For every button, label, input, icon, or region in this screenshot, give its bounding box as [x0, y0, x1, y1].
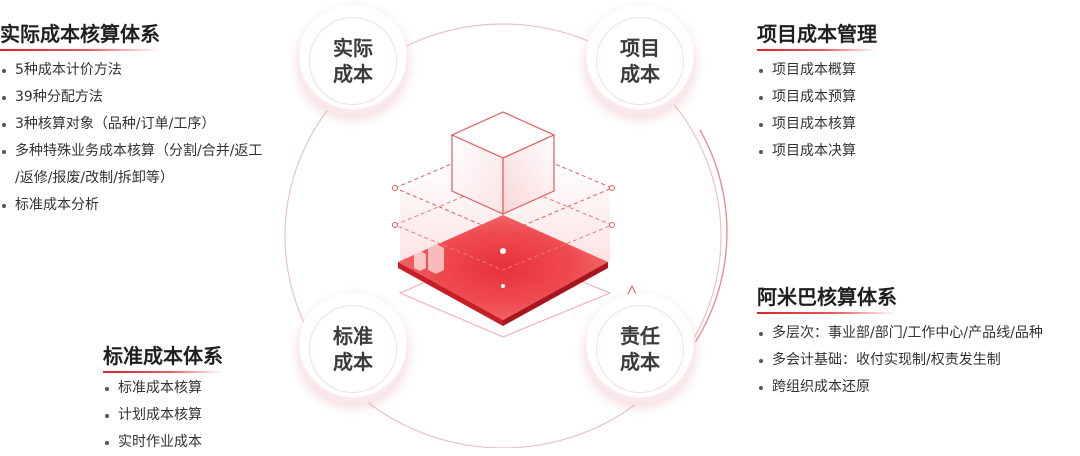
node-standard-line2: 成本	[333, 350, 373, 374]
list-item: 39种分配方法	[0, 84, 262, 111]
list-item: 跨组织成本还原	[757, 374, 1043, 401]
amoeba-system-block: 阿米巴核算体系 多层次：事业部/部门/工作中心/产品线/品种 多会计基础：收付实…	[757, 281, 1043, 401]
bullet-icon	[759, 96, 763, 100]
list-item: 项目成本预算	[757, 84, 877, 111]
list-item: 多层次：事业部/部门/工作中心/产品线/品种	[757, 320, 1043, 347]
bullet-icon	[759, 386, 763, 390]
node-project-line2: 成本	[620, 62, 660, 86]
actual-cost-system-title: 实际成本核算体系	[0, 18, 160, 51]
list-item: 5种成本计价方法	[0, 57, 262, 84]
list-item: 3种核算对象（品种/订单/工序）	[0, 111, 262, 138]
node-standard-cost: 标准 成本	[297, 293, 409, 405]
node-responsibility-line2: 成本	[620, 350, 660, 374]
node-project-cost: 项目 成本	[584, 5, 696, 117]
bullet-icon	[759, 123, 763, 127]
bullet-icon	[759, 359, 763, 363]
node-actual-cost: 实际 成本	[297, 5, 409, 117]
standard-cost-system-title: 标准成本体系	[103, 340, 223, 373]
bullet-icon	[2, 69, 6, 73]
list-item: 项目成本决算	[757, 138, 877, 165]
node-responsibility-line1: 责任	[620, 324, 660, 348]
bullet-icon	[105, 441, 109, 445]
central-cube	[450, 111, 556, 215]
red-platform	[398, 215, 608, 320]
node-actual-line2: 成本	[333, 62, 373, 86]
list-item: 标准成本核算	[103, 375, 223, 402]
node-responsibility-cost: 责任 成本	[584, 293, 696, 405]
orbit-ring	[284, 23, 722, 448]
node-actual-line1: 实际	[333, 36, 373, 60]
list-item: 标准成本分析	[0, 192, 262, 219]
actual-cost-system-list: 5种成本计价方法 39种分配方法 3种核算对象（品种/订单/工序） 多种特殊业务…	[0, 57, 262, 219]
bullet-icon	[2, 123, 6, 127]
actual-cost-system-block: 实际成本核算体系 5种成本计价方法 39种分配方法 3种核算对象（品种/订单/工…	[0, 18, 262, 219]
amoeba-system-list: 多层次：事业部/部门/工作中心/产品线/品种 多会计基础：收付实现制/权责发生制…	[757, 320, 1043, 401]
project-cost-management-block: 项目成本管理 项目成本概算 项目成本预算 项目成本核算 项目成本决算	[757, 18, 877, 165]
bullet-icon	[759, 69, 763, 73]
standard-cost-system-block: 标准成本体系 标准成本核算 计划成本核算 实时作业成本	[103, 340, 223, 456]
list-item-continuation: /返修/报废/改制/拆卸等）	[15, 170, 174, 186]
project-cost-management-title: 项目成本管理	[757, 18, 877, 51]
list-item: 多会计基础：收付实现制/权责发生制	[757, 347, 1043, 374]
bullet-icon	[2, 96, 6, 100]
bullet-icon	[105, 387, 109, 391]
bullet-icon	[759, 332, 763, 336]
small-block	[428, 244, 444, 274]
bullet-icon	[759, 150, 763, 154]
node-standard-line1: 标准	[333, 324, 373, 348]
bullet-icon	[2, 150, 6, 154]
amoeba-system-title: 阿米巴核算体系	[757, 281, 897, 314]
project-cost-management-list: 项目成本概算 项目成本预算 项目成本核算 项目成本决算	[757, 57, 877, 165]
list-item: 项目成本核算	[757, 111, 877, 138]
bullet-icon	[2, 204, 6, 208]
node-project-line1: 项目	[620, 36, 660, 60]
list-item: 计划成本核算	[103, 402, 223, 429]
standard-cost-system-list: 标准成本核算 计划成本核算 实时作业成本	[103, 375, 223, 456]
list-item: 项目成本概算	[757, 57, 877, 84]
list-item: 多种特殊业务成本核算（分割/合并/返工	[0, 138, 262, 165]
list-item: 实时作业成本	[103, 429, 223, 456]
bullet-icon	[105, 414, 109, 418]
